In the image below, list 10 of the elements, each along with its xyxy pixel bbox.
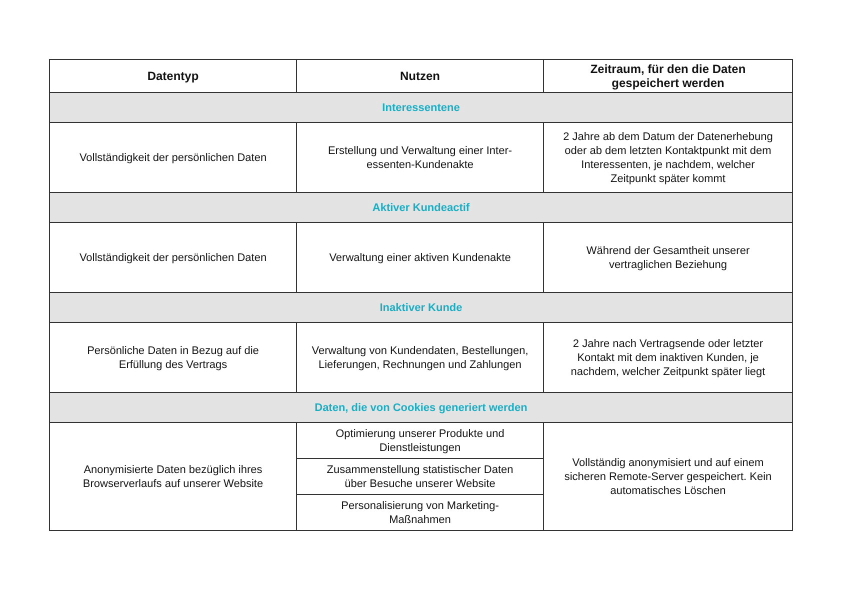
table-cell: Anonymisierte Daten bezüglich ihres Browserverlaufs auf unserer Website [50,422,296,530]
table-cell: Optimierung unserer Produkte und Dienstleistungen [296,422,544,458]
table-cell: Vollständig anonymisiert und auf einem sicheren Remote-Server gespeichert. Kein automatisches Löschen [544,422,792,530]
section-header: Daten, die von Cookies generiert werden [50,392,792,422]
column-header: Datentyp [50,60,296,92]
section-header: Interessentene [50,92,792,122]
column-header: Nutzen [296,60,544,92]
column-header: Zeitraum, für den die Daten gespeichert werden [544,60,792,92]
section-header: Aktiver Kundeactif [50,192,792,222]
section-header: Inaktiver Kunde [50,292,792,322]
